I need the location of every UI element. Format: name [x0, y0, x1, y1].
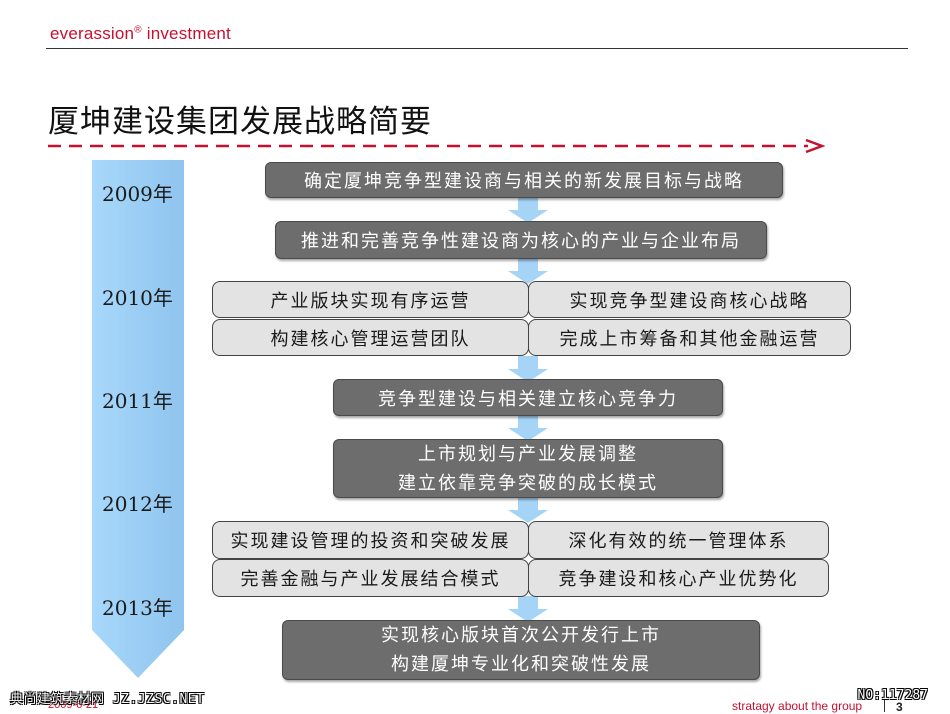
year-2011: 2011年 [102, 389, 173, 413]
brand-logo-text: everassion® investment [50, 24, 231, 44]
cell-text: 构建核心管理运营团队 [270, 328, 471, 350]
footer-separator [884, 700, 885, 712]
grid2-cell-4: 竞争建设和核心产业优势化 [528, 559, 829, 597]
grid1-cell-4: 完成上市筹备和其他金融运营 [528, 319, 851, 356]
step-text-line-1: 实现核心版块首次公开发行上市 [381, 625, 661, 646]
step-box-competitiveness: 竞争型建设与相关建立核心竞争力 [333, 379, 723, 416]
cell-text: 完成上市筹备和其他金融运营 [559, 328, 820, 350]
step-text-line-2: 建立依靠竞争突破的成长模式 [398, 472, 658, 494]
brand-name: everassion [50, 24, 135, 43]
down-arrow-icon [508, 415, 548, 441]
grid1-cell-3: 构建核心管理运营团队 [212, 319, 529, 356]
step-text-line-1: 上市规划与产业发展调整 [418, 443, 638, 465]
grid1-cell-2: 实现竞争型建设商核心战略 [528, 281, 851, 318]
down-arrow-icon [508, 197, 548, 223]
grid1-cell-1: 产业版块实现有序运营 [212, 281, 529, 318]
cell-text: 实现竞争型建设商核心战略 [569, 290, 810, 312]
down-arrow-icon [508, 497, 548, 523]
step-text: 推进和完善竞争性建设商为核心的产业与企业布局 [301, 231, 741, 252]
down-arrow-icon [508, 356, 548, 382]
cell-text: 完善金融与产业发展结合模式 [240, 569, 501, 590]
page-number: 3 [896, 700, 903, 714]
year-2009: 2009年 [102, 182, 173, 206]
step-box-layout: 推进和完善竞争性建设商为核心的产业与企业布局 [275, 221, 767, 259]
step-text: 竞争型建设与相关建立核心竞争力 [378, 388, 678, 410]
year-2013: 2013年 [102, 596, 173, 620]
year-2010: 2010年 [102, 286, 173, 310]
step-box-ipo: 实现核心版块首次公开发行上市 构建厦坤专业化和突破性发展 [282, 620, 760, 680]
down-arrow-icon [508, 258, 548, 284]
watermark-left: 典尚建筑素材网 JZ.JZSC.NET [10, 692, 205, 707]
header-rule [46, 48, 908, 49]
dashed-arrow-icon [48, 138, 826, 154]
timeline-arrow [92, 160, 184, 678]
cell-text: 竞争建设和核心产业优势化 [558, 569, 799, 590]
registered-mark: ® [134, 24, 142, 36]
grid2-cell-2: 深化有效的统一管理体系 [528, 521, 829, 559]
step-text-line-2: 构建厦坤专业化和突破性发展 [391, 654, 651, 675]
brand-suffix: investment [141, 24, 231, 43]
cell-text: 实现建设管理的投资和突破发展 [230, 531, 511, 552]
watermark-right: NO:117287 [857, 688, 928, 703]
footer-date: 2009-6-21 [48, 699, 99, 711]
page-title: 厦坤建设集团发展战略简要 [48, 104, 432, 140]
grid2-cell-3: 完善金融与产业发展结合模式 [212, 559, 529, 597]
down-arrow-icon [508, 596, 548, 622]
footer-tagline: stratagy about the group [732, 699, 863, 713]
cell-text: 产业版块实现有序运营 [270, 290, 471, 312]
year-2012: 2012年 [102, 492, 173, 516]
step-box-strategy: 确定厦坤竞争型建设商与相关的新发展目标与战略 [265, 162, 783, 198]
step-box-listing-plan: 上市规划与产业发展调整 建立依靠竞争突破的成长模式 [333, 439, 723, 498]
step-text: 确定厦坤竞争型建设商与相关的新发展目标与战略 [304, 171, 744, 192]
grid2-cell-1: 实现建设管理的投资和突破发展 [212, 521, 529, 559]
cell-text: 深化有效的统一管理体系 [568, 531, 789, 552]
